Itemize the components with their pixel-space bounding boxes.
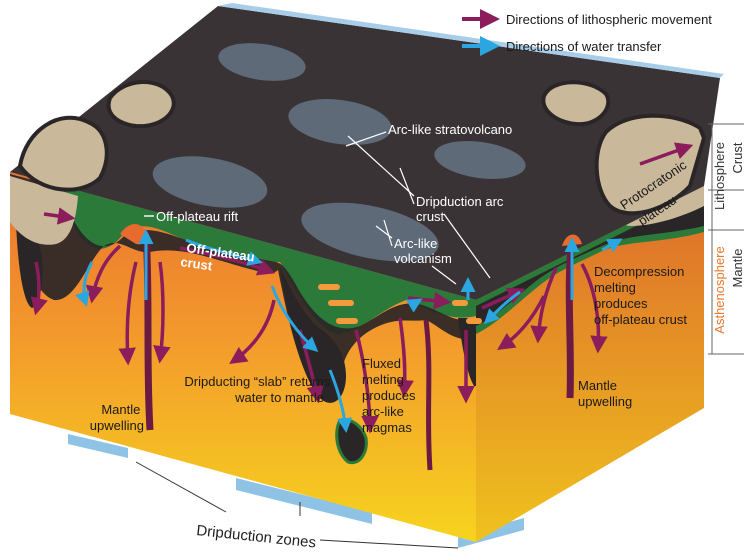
label-arc-stratovolcano: Arc-like stratovolcano bbox=[388, 122, 512, 137]
label-decompression: Decompression melting produces off-plate… bbox=[594, 264, 688, 327]
basin-3 bbox=[152, 156, 268, 208]
upwelling-right-shaft bbox=[565, 235, 576, 399]
label-off-plateau-crust-2: crust bbox=[180, 254, 214, 273]
upwelling-mid-shaft bbox=[423, 319, 433, 471]
plateau-top-right-2 bbox=[594, 113, 707, 216]
leader-lines bbox=[345, 131, 491, 285]
label-dripduction-zones: Dripduction zones bbox=[196, 522, 317, 551]
basin-1 bbox=[218, 43, 306, 81]
scale-crust: Crust bbox=[730, 142, 745, 173]
plateau-front-left bbox=[10, 176, 78, 245]
label-mantle-upwelling-left: Mantle upwelling bbox=[90, 402, 144, 433]
basin-5 bbox=[434, 141, 526, 179]
surface-edge-highlight bbox=[218, 3, 724, 78]
side-scale: Crust Lithosphere Asthenosphere Mantle bbox=[708, 123, 745, 355]
surface-plane bbox=[10, 6, 720, 300]
basin-2 bbox=[288, 99, 392, 145]
plateau-top-left bbox=[17, 115, 109, 192]
legend: Directions of lithospheric movement Dire… bbox=[462, 9, 712, 56]
scale-lithosphere: Lithosphere bbox=[712, 142, 727, 210]
basin-4 bbox=[301, 202, 439, 262]
label-off-plateau-rift: Off-plateau rift bbox=[156, 209, 239, 224]
label-dripduction-arc: Dripduction arc bbox=[416, 194, 504, 209]
arc-magma-blobs bbox=[318, 284, 482, 324]
zone-bar-left bbox=[68, 434, 128, 458]
label-slab-returns: Dripducting “slab” returns water to mant… bbox=[184, 374, 334, 405]
scale-mantle: Mantle bbox=[730, 248, 745, 287]
top-surface bbox=[10, 3, 724, 300]
scale-asthenosphere: Asthenosphere bbox=[712, 246, 727, 333]
plateau-top-left-2 bbox=[106, 80, 176, 129]
label-arc-volcanism-2: volcanism bbox=[394, 251, 452, 266]
label-dripduction-arc-2: crust bbox=[416, 209, 445, 224]
movement-arrows bbox=[30, 142, 694, 434]
legend-water-label: Directions of water transfer bbox=[506, 39, 662, 54]
legend-movement-label: Directions of lithospheric movement bbox=[506, 12, 712, 27]
label-arc-volcanism: Arc-like bbox=[394, 236, 437, 251]
lithosphere-side bbox=[476, 192, 704, 326]
central-drip bbox=[280, 268, 346, 403]
left-drip bbox=[16, 222, 43, 308]
zone-bar-middle bbox=[236, 478, 372, 524]
water-arrows bbox=[75, 229, 623, 433]
label-fluxed-melting: Fluxed melting produces arc-like magmas bbox=[362, 356, 419, 435]
mantle-labels: Decompression melting produces off-plate… bbox=[90, 264, 688, 435]
lithosphere-band-front bbox=[10, 172, 476, 334]
label-mantle-upwelling-right: Mantle upwelling bbox=[578, 378, 632, 409]
plateau-top-right-1 bbox=[541, 80, 611, 127]
